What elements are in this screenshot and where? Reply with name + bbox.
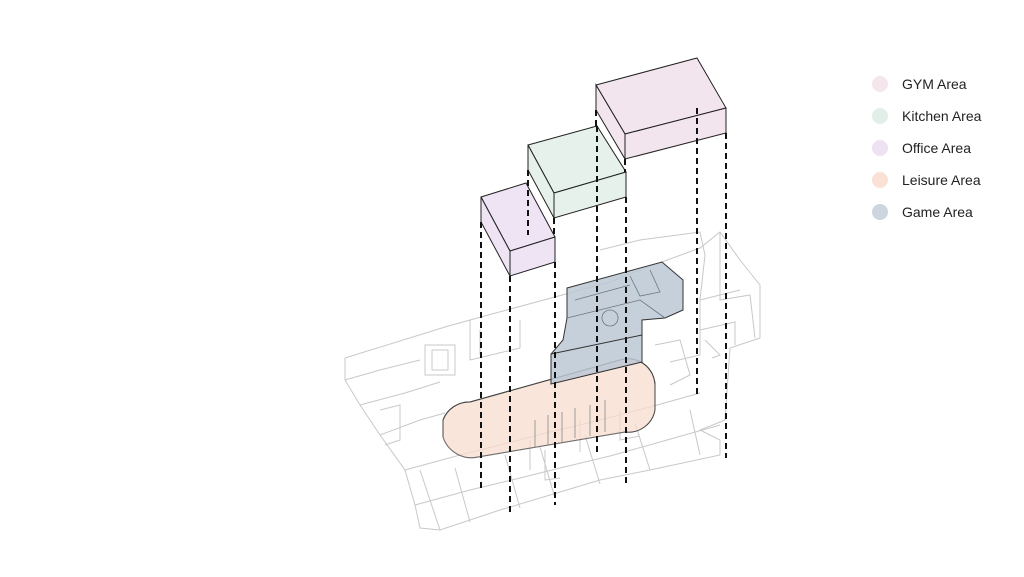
kitchen-area-volume: [527, 125, 627, 219]
game-area-volume: [550, 261, 684, 385]
legend-item-gym: GYM Area: [872, 68, 1022, 100]
legend-label: Leisure Area: [902, 172, 981, 188]
legend-label: GYM Area: [902, 76, 967, 92]
legend-label: Kitchen Area: [902, 108, 982, 124]
legend-item-game: Game Area: [872, 196, 1022, 228]
leisure-area-volume: [442, 358, 656, 459]
kitchen-swatch-icon: [872, 108, 888, 124]
projection-lines: [480, 108, 727, 515]
legend-item-leisure: Leisure Area: [872, 164, 1022, 196]
game-swatch-icon: [872, 204, 888, 220]
office-area-volume: [480, 182, 556, 277]
office-swatch-icon: [872, 140, 888, 156]
legend-item-office: Office Area: [872, 132, 1022, 164]
gym-area-volume: [595, 57, 727, 161]
legend-label: Office Area: [902, 140, 972, 156]
gym-swatch-icon: [872, 76, 888, 92]
leisure-swatch-icon: [872, 172, 888, 188]
legend-item-kitchen: Kitchen Area: [872, 100, 1022, 132]
legend-label: Game Area: [902, 204, 973, 220]
legend: GYM Area Kitchen Area Office Area Leisur…: [872, 68, 1022, 228]
